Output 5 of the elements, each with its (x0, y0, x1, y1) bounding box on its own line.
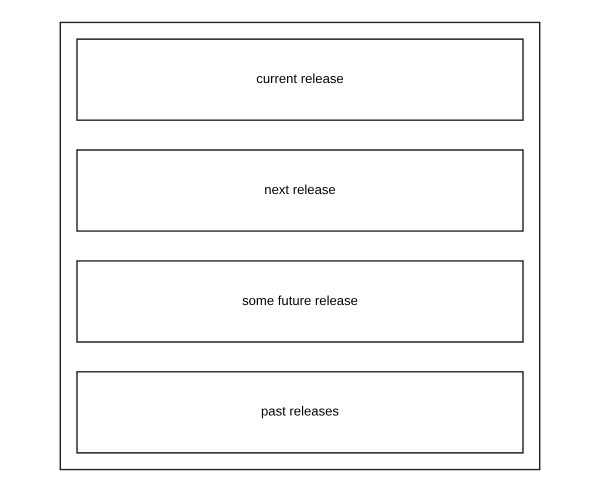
node-box: next release (76, 149, 524, 232)
cluster (59, 22, 540, 470)
node-box: past releases (76, 371, 524, 454)
node-box: some future release (76, 260, 524, 343)
node-box: current release (76, 38, 524, 121)
